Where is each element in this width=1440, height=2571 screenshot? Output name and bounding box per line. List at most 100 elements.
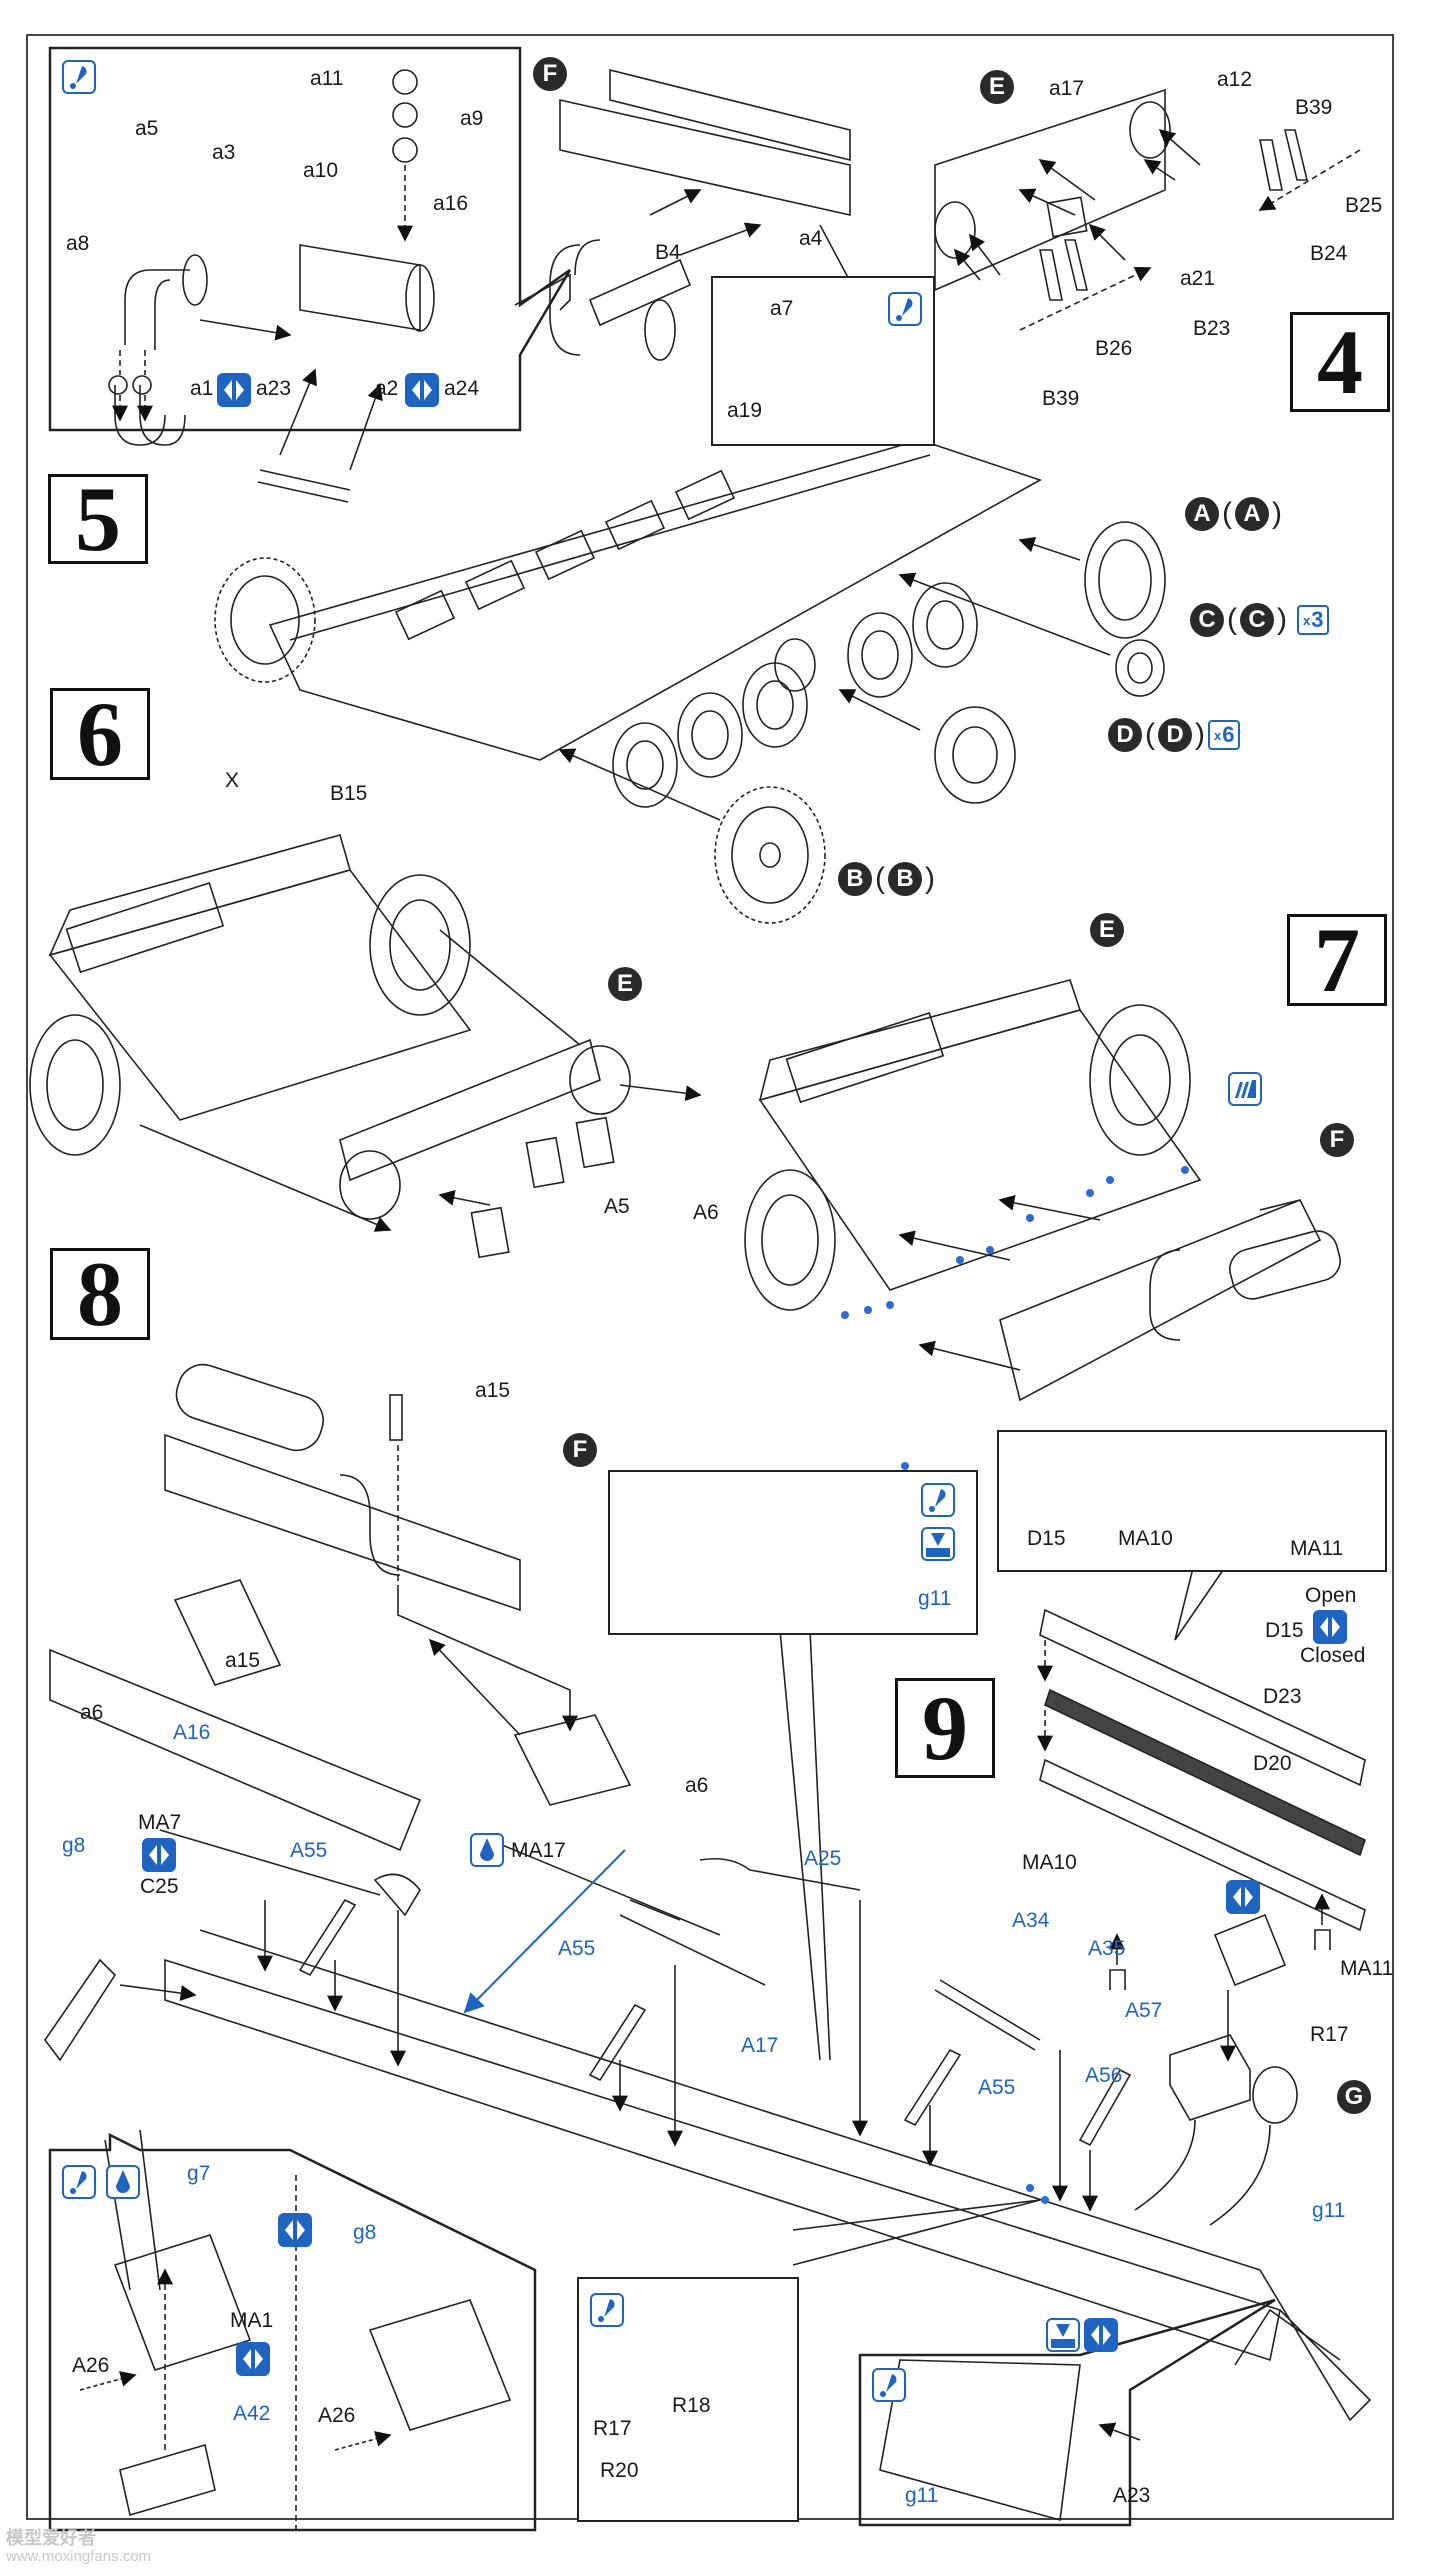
- label-D23: D23: [1263, 1685, 1302, 1708]
- label-a17: a17: [1049, 77, 1085, 100]
- bracket-a2: [257, 469, 351, 503]
- option-choice-icon: [1084, 2318, 1118, 2352]
- cement-icon: [590, 2293, 624, 2327]
- wheel-marker-A: A: [1185, 497, 1219, 531]
- label-a8: a8: [66, 232, 90, 255]
- drive-sprocket-rear: [214, 557, 316, 683]
- label-MA10-inset: MA10: [1118, 1527, 1173, 1550]
- label-MA7: MA7: [138, 1811, 182, 1834]
- option-choice-icon: [217, 373, 251, 407]
- label-R18: R18: [672, 2394, 711, 2417]
- suspension-units: [394, 469, 736, 641]
- option-choice-icon: [236, 2342, 270, 2376]
- label-A25: A25: [804, 1847, 842, 1870]
- cement-icon: [872, 2368, 906, 2402]
- subassembly-marker-F: F: [563, 1433, 597, 1467]
- label-a3: a3: [212, 141, 236, 164]
- label-A26-b: A26: [318, 2404, 356, 2427]
- subassembly-marker-G: G: [1337, 2080, 1371, 2114]
- tool-box-lid-D15: [1039, 1608, 1366, 1787]
- label-a19: a19: [727, 399, 763, 422]
- label-g8-alt: g8: [353, 2221, 377, 2244]
- label-B39-bottom: B39: [1042, 387, 1080, 410]
- hull-assembled: [758, 1009, 1202, 1291]
- label-a21: a21: [1180, 267, 1216, 290]
- rear-plate-step8: [164, 1433, 521, 1612]
- callout-step9-lower-right: [858, 2298, 1276, 2527]
- label-B4: B4: [655, 241, 681, 264]
- step-number-7: 7: [1287, 909, 1387, 1011]
- label-MA1: MA1: [230, 2309, 274, 2332]
- wheel-marker-C-pair: C: [1240, 603, 1274, 637]
- label-a16: a16: [433, 192, 469, 215]
- label-MA10: MA10: [1022, 1851, 1077, 1874]
- tool-D23: [1044, 1688, 1366, 1857]
- label-B26: B26: [1095, 337, 1133, 360]
- wheel-group-D: D (D): [1108, 718, 1205, 752]
- muffler-a16: [299, 244, 421, 331]
- label-open: Open: [1305, 1584, 1357, 1607]
- label-B23: B23: [1193, 317, 1231, 340]
- label-MA11-inset: MA11: [1290, 1537, 1344, 1560]
- return-roller-C: [898, 572, 1165, 697]
- hull-rear-B15: [48, 869, 472, 1121]
- label-a4: a4: [799, 227, 823, 250]
- label-R17: R17: [1310, 2023, 1349, 2046]
- wheel-group-A: A (A): [1185, 497, 1282, 531]
- label-R20: R20: [600, 2459, 639, 2482]
- label-B39-top: B39: [1295, 96, 1333, 119]
- callout-step9-left: [48, 2132, 537, 2532]
- label-a5: a5: [135, 117, 159, 140]
- label-B25: B25: [1345, 194, 1383, 217]
- fender-main: [164, 1958, 1281, 2362]
- step-number-5: 5: [48, 468, 148, 570]
- step-number-6: 6: [50, 683, 150, 785]
- subassembly-marker-E: E: [1090, 913, 1124, 947]
- label-a15-top: a15: [475, 1379, 511, 1402]
- photo-etch-icon: [1228, 1072, 1262, 1106]
- label-a6-right: a6: [685, 1774, 709, 1797]
- road-wheels-mounted: [612, 582, 978, 808]
- cement-icon: [921, 1483, 955, 1517]
- idler-A: [1018, 521, 1166, 639]
- pipes-a1: [114, 385, 186, 446]
- stowage-box-g8-alt: [368, 2299, 512, 2431]
- drill-hole-icon: [1046, 2318, 1080, 2352]
- rear-plate-F: [559, 99, 851, 216]
- label-g11-inset: g11: [918, 1587, 952, 1610]
- inset-toolbox-panel: [997, 1430, 1387, 1572]
- hatch-a6: [173, 1579, 282, 1686]
- label-MA17: MA17: [511, 1839, 566, 1862]
- label-A16: A16: [173, 1721, 211, 1744]
- label-D20: D20: [1253, 1752, 1292, 1775]
- hatch-a6-loose: [513, 1714, 632, 1806]
- watermark: 模型爱好者 www.moxingfans.com: [6, 2527, 152, 2565]
- label-a15-bottom: a15: [225, 1649, 261, 1672]
- label-A55-c: A55: [978, 2076, 1016, 2099]
- subassembly-marker-E: E: [980, 70, 1014, 104]
- wheel-marker-D-pair: D: [1158, 718, 1192, 752]
- inset-g11-panel: [608, 1470, 978, 1635]
- label-R17-inset: R17: [593, 2417, 632, 2440]
- option-choice-icon: [142, 1838, 176, 1872]
- label-a7: a7: [770, 297, 794, 320]
- label-X: X: [225, 769, 240, 792]
- callout-step4-exhaust: [48, 46, 572, 432]
- label-A34: A34: [1012, 1909, 1050, 1932]
- label-a24: a24: [444, 377, 480, 400]
- label-A26-a: A26: [72, 2354, 110, 2377]
- label-a1: a1: [190, 377, 214, 400]
- cement-icon: [62, 2165, 96, 2199]
- option-choice-icon: [1313, 1610, 1347, 1644]
- label-a6-left: a6: [80, 1701, 104, 1724]
- label-a9: a9: [460, 107, 484, 130]
- stowage-box-g7: [113, 2234, 252, 2371]
- label-B24: B24: [1310, 242, 1348, 265]
- label-g7: g7: [187, 2162, 211, 2185]
- drill-hole-icon: [921, 1527, 955, 1561]
- subassembly-marker-F: F: [533, 57, 567, 91]
- rear-plate-F-assembled: [999, 1198, 1322, 1402]
- wheel-marker-D: D: [1108, 718, 1142, 752]
